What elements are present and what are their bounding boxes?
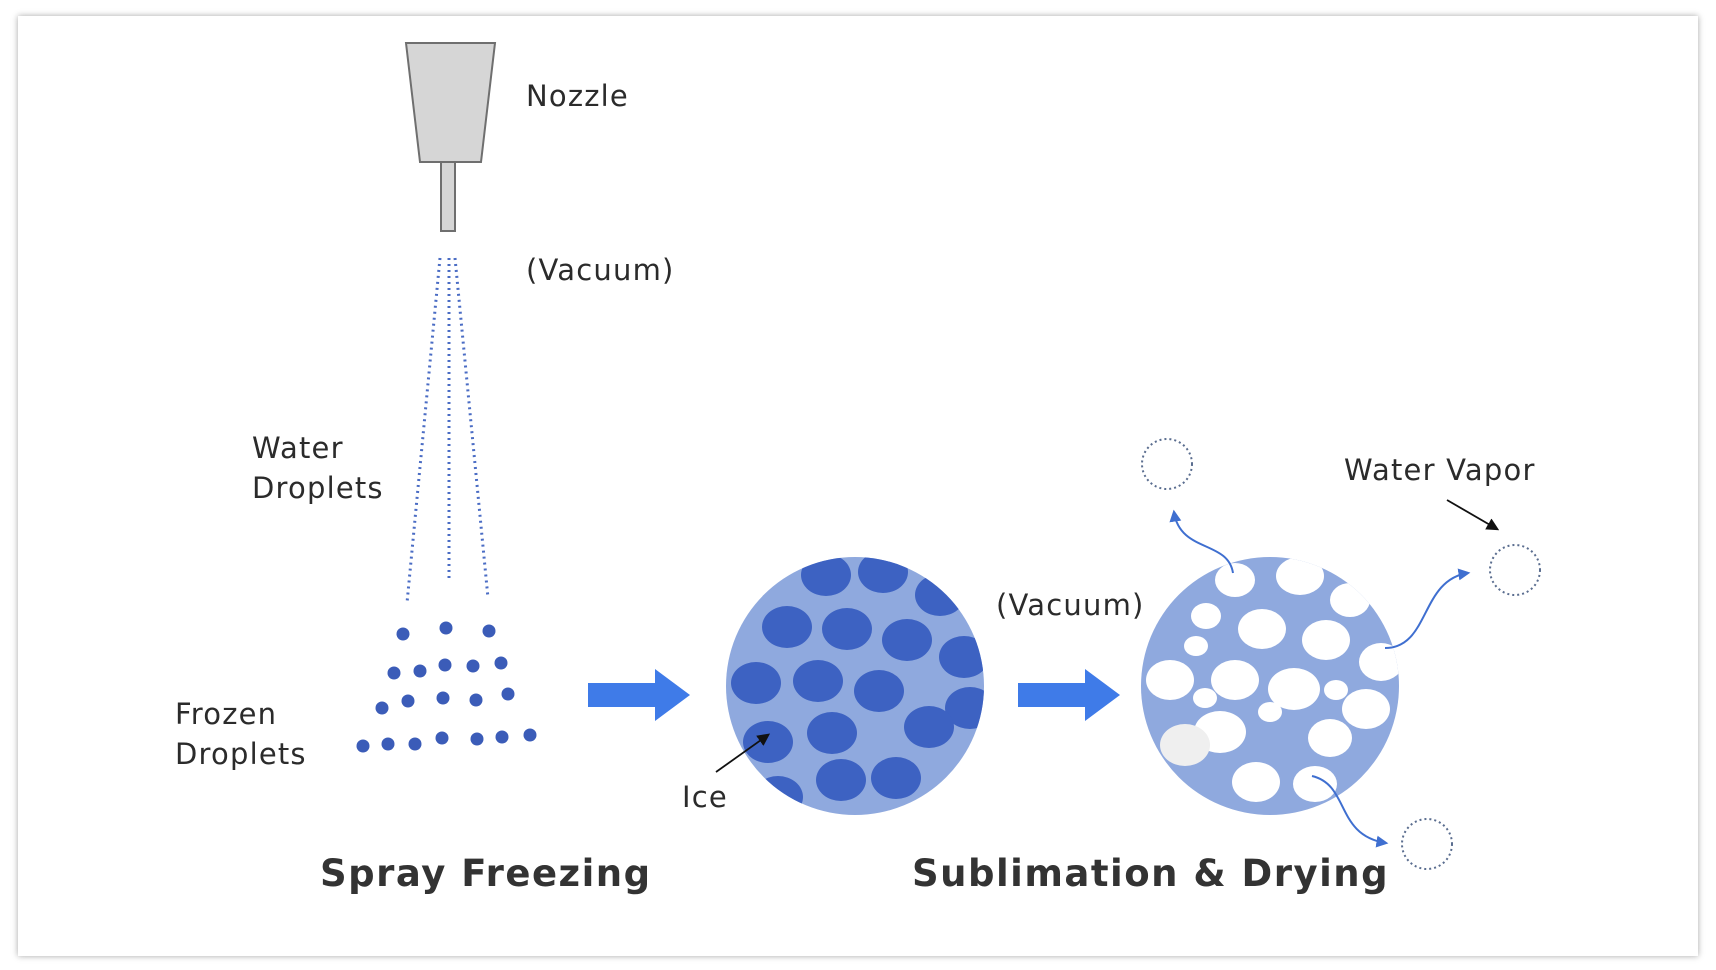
vacuum-label-mid: (Vacuum) bbox=[996, 588, 1145, 622]
sublimation-drying-title: Sublimation & Drying bbox=[912, 852, 1390, 895]
water-vapor-label: Water Vapor bbox=[1344, 453, 1536, 487]
process-arrow-1 bbox=[588, 669, 690, 721]
frozen-particle bbox=[726, 557, 984, 815]
ice-pointer bbox=[715, 733, 771, 773]
dried-particle bbox=[1141, 557, 1399, 815]
vapor-arrows bbox=[1169, 509, 1471, 848]
nozzle-icon bbox=[404, 42, 497, 232]
ice-label: Ice bbox=[682, 780, 728, 814]
vapor-bubbles bbox=[1141, 438, 1541, 870]
frozen-droplets-label-line1: Frozen bbox=[175, 697, 278, 731]
water-droplets-label-line2: Droplets bbox=[252, 471, 384, 505]
frozen-droplets bbox=[356, 621, 537, 753]
process-arrow-2 bbox=[1018, 669, 1120, 721]
vacuum-label-top: (Vacuum) bbox=[526, 253, 675, 287]
spray-lines bbox=[405, 257, 490, 604]
water-vapor-pointer bbox=[1446, 499, 1500, 531]
spray-freezing-title: Spray Freezing bbox=[320, 852, 652, 895]
frozen-droplets-label-line2: Droplets bbox=[175, 737, 307, 771]
nozzle-label: Nozzle bbox=[526, 79, 629, 113]
water-droplets-label-line1: Water bbox=[252, 431, 344, 465]
